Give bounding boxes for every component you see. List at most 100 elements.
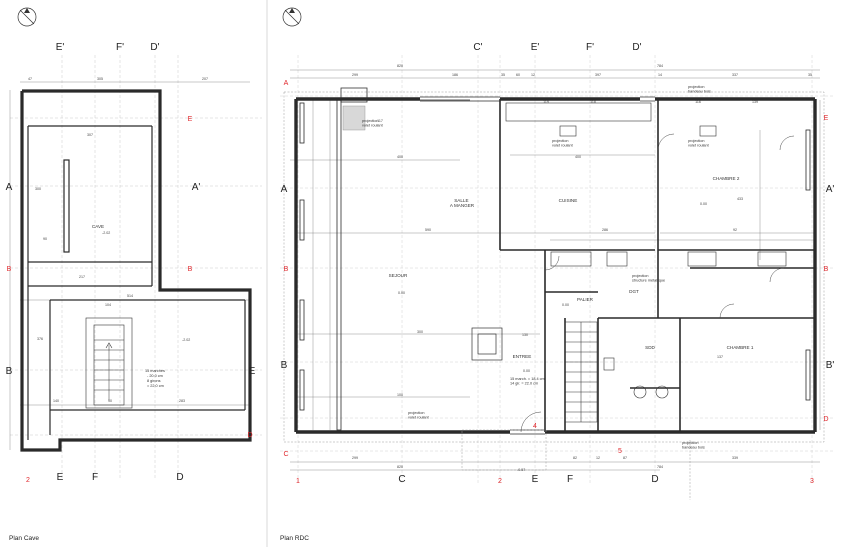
rdc-dimension: 87 [623, 456, 627, 460]
cave-plan: E' F' D' E F D A B A' E B 2 E B D 47 305… [6, 42, 262, 484]
rdc-dimension: 397 [595, 73, 601, 77]
note-line: projection [408, 411, 424, 415]
rdc-dimension: 784 [657, 465, 663, 469]
cave-axis-bottom-label: D [176, 472, 183, 483]
rdc-column [471, 327, 503, 361]
note-line: bandeau bois [688, 90, 711, 94]
room-cuisine: CUISINE [559, 198, 578, 203]
room-chambre-1: CHAMBRE 1 [727, 345, 754, 350]
rdc-red-marker: A [284, 80, 289, 87]
rdc-dimension: 92 [733, 228, 737, 232]
room-level: 0.00 [523, 369, 530, 373]
cave-stair-note: = 22.0 cm [147, 384, 164, 388]
room-level: 0.00 [398, 291, 405, 295]
rdc-dimension: 35 [501, 73, 505, 77]
rdc-row-label: B [281, 360, 288, 371]
cave-axis-bottom-label: F [92, 472, 98, 483]
rdc-dimension: 337 [732, 73, 738, 77]
rdc-red-marker: E [824, 115, 829, 122]
rdc-dimension: 118 [590, 100, 596, 104]
rdc-dimension: 35 [808, 73, 812, 77]
rdc-axis-bottom-label: C [398, 474, 405, 485]
cave-room-level: -2.02 [182, 338, 190, 342]
rdc-axis-top-label: C' [473, 42, 482, 53]
cave-red-marker: B [188, 266, 193, 273]
rdc-dimension: 400 [575, 155, 581, 159]
rdc-red-marker: B [824, 266, 829, 273]
cave-plan-title: Plan Cave [9, 535, 39, 542]
cave-dimension: 307 [87, 133, 93, 137]
note-projection: projection volet roulant [688, 139, 710, 148]
rdc-dimension: 137 [717, 355, 723, 359]
note-projection: projection bandeau bois [682, 441, 705, 450]
cave-staircase [85, 317, 133, 409]
exterior-level: -0.57 [517, 468, 525, 472]
rdc-dimension: 116 [695, 100, 701, 104]
rdc-dimension: 117 [377, 119, 383, 123]
room-level: 0.00 [700, 202, 707, 206]
note-line: projection [688, 85, 704, 89]
room-chambre-2: CHAMBRE 2 [713, 176, 740, 181]
rdc-axis-bottom-label: F [567, 474, 573, 485]
cave-red-marker: E [188, 116, 193, 123]
rdc-dimension: 82 [573, 456, 577, 460]
rdc-row-label: B' [826, 360, 835, 371]
rdc-red-marker: D [823, 416, 828, 423]
cave-row-label: A' [192, 182, 201, 193]
room-label-line: A MANGER [450, 203, 475, 208]
note-projection: projection volet roulant [362, 119, 384, 128]
rdc-dimension: 820 [397, 465, 403, 469]
note-line: projection [552, 139, 568, 143]
rdc-red-marker: C [283, 451, 288, 458]
cave-dimension: 140 [53, 399, 59, 403]
cave-row-label: E [249, 366, 256, 377]
room-salle-a-manger: SALLE A MANGER [450, 198, 475, 208]
room-entree: ENTREE [513, 354, 532, 359]
rdc-red-marker: 4 [533, 423, 537, 430]
rdc-dimension: 130 [522, 333, 528, 337]
rdc-dimension: 14 [658, 73, 662, 77]
room-palier: PALIER [577, 297, 594, 302]
note-line: volet roulant [688, 144, 710, 148]
cave-stair-note: 15 marches [145, 369, 165, 373]
note-line: projection [362, 119, 378, 123]
note-line: 15 march. = 18.4 cm [510, 377, 545, 381]
cave-axis-bottom-label: E [57, 472, 64, 483]
rdc-dimension: 119 [543, 100, 549, 104]
rdc-row-label: A [281, 184, 288, 195]
rdc-dimension: 286 [602, 228, 608, 232]
rdc-dimension: 299 [352, 73, 358, 77]
rdc-axis-bottom-label: E [532, 474, 539, 485]
note-line: 14 gir. = 22.0 cm [510, 382, 538, 386]
cave-dimension: 207 [202, 77, 208, 81]
rdc-dimension: 400 [397, 155, 403, 159]
rdc-dimension: 784 [657, 64, 663, 68]
rdc-red-marker: 5 [618, 448, 622, 455]
rdc-row-label: A' [826, 184, 835, 195]
rdc-axis-top-label: F' [586, 42, 594, 53]
note-projection: projection volet roulant [552, 139, 574, 148]
note-line: projection [682, 441, 698, 445]
rdc-dimension: 100 [397, 393, 403, 397]
note-line: projection [688, 139, 704, 143]
note-projection: projection bandeau bois [688, 85, 711, 94]
cave-red-marker: D [247, 432, 252, 439]
rdc-dimension: 339 [732, 456, 738, 460]
note-line: structure métallique [632, 279, 665, 283]
rdc-plan-title: Plan RDC [280, 535, 309, 542]
room-label-line: SALLE [454, 198, 468, 203]
rdc-red-marker: B [284, 266, 289, 273]
cave-dimension: 305 [97, 77, 103, 81]
cave-dimension: 104 [105, 303, 111, 307]
cave-room-level: -2.02 [102, 231, 110, 235]
cave-dimension: 283 [179, 399, 185, 403]
room-level: 0.00 [562, 303, 569, 307]
cave-dimension: 90 [43, 237, 47, 241]
cave-axis-top-label: D' [150, 42, 159, 53]
rdc-red-marker: 1 [296, 478, 300, 485]
cave-row-label: B [6, 366, 13, 377]
rdc-plan: C' E' F' D' C E F D A B A' B' A B C 1 E … [280, 42, 835, 500]
room-sdd: SDD [645, 345, 655, 350]
rdc-dimension: 433 [737, 197, 743, 201]
